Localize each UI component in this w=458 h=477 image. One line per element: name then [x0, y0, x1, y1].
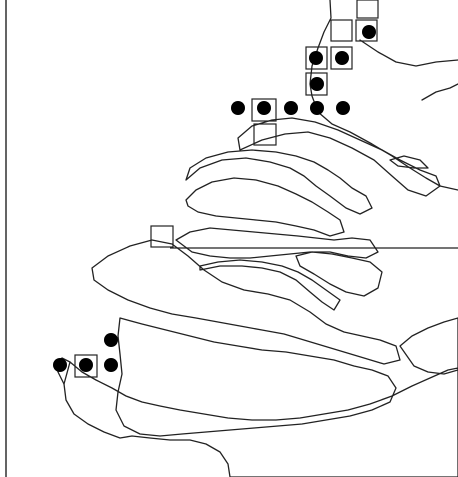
record-dot	[79, 358, 93, 372]
record-dot	[310, 77, 324, 91]
island-beveland	[115, 317, 397, 437]
grid-square-n3	[355, 19, 378, 42]
mainland-east-lobe	[399, 317, 458, 375]
grid-square-s1	[74, 354, 98, 378]
record-dot	[309, 51, 323, 65]
record-dot	[231, 101, 245, 115]
inland-river-south	[421, 83, 458, 101]
island-schouwen	[91, 239, 401, 365]
record-dot	[284, 101, 298, 115]
record-dot	[104, 333, 118, 347]
mainland-coastline	[309, 0, 458, 191]
grid-square-m1	[150, 225, 174, 248]
record-dots	[53, 25, 376, 372]
record-dot	[310, 101, 324, 115]
grid-square-n5	[330, 46, 353, 70]
grid-squares	[74, 0, 379, 378]
record-dot	[336, 101, 350, 115]
record-dot	[335, 51, 349, 65]
grid-square-n1	[356, 0, 379, 19]
island-tholen	[295, 251, 383, 297]
grid-square-n8	[253, 123, 277, 146]
grid-square-n2	[330, 19, 353, 42]
grid-square-n7	[251, 98, 277, 122]
grid-square-n4	[305, 46, 328, 70]
island-voorne	[237, 117, 441, 197]
inland-river-north	[359, 39, 458, 67]
island-putten	[185, 149, 373, 215]
lake-brielse	[389, 155, 429, 169]
record-dot	[104, 358, 118, 372]
island-overflakkee	[175, 227, 379, 259]
record-dot	[362, 25, 376, 39]
zeeuws-vlaanderen	[63, 361, 458, 477]
record-dot	[257, 101, 271, 115]
channel-oosterschelde	[199, 259, 341, 311]
island-goeree	[185, 177, 345, 237]
grid-square-n6	[305, 72, 328, 96]
record-dot	[53, 358, 67, 372]
